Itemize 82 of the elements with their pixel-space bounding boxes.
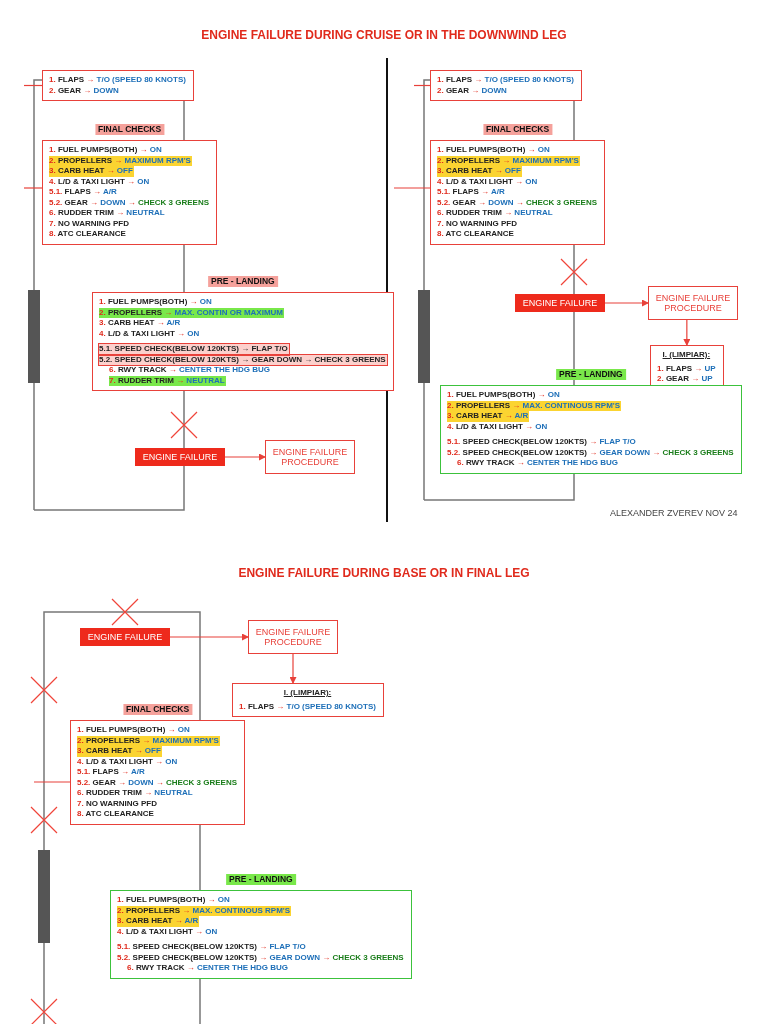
- checklist-item: 6. RWY TRACK → CENTER THE HDG BUG: [127, 963, 290, 974]
- checklist-item: 4. L/D & TAXI LIGHT → ON: [99, 328, 201, 339]
- checklist-item: 4. L/D & TAXI LIGHT → ON: [117, 926, 219, 937]
- checklist-item: 7. NO WARNING PFD: [437, 218, 518, 229]
- engine-failure-box: ENGINE FAILURE: [515, 294, 605, 312]
- checklist-item: 4. L/D & TAXI LIGHT → ON: [437, 176, 539, 187]
- leader-line: [33, 781, 71, 783]
- checklist-item: 1. FLAPS → T/O (SPEED 80 KNOTS): [437, 75, 575, 86]
- checklist-item: 1. FLAPS → T/O (SPEED 80 KNOTS): [49, 75, 187, 86]
- checklist-item: 5.2. SPEED CHECK(BELOW 120KTS) → GEAR DOWN → CHECK 3 GREENS: [447, 447, 735, 458]
- checklist-item: 1. FUEL PUMPS(BOTH) → ON: [77, 725, 191, 736]
- arrow: [224, 453, 266, 461]
- author-note: ALEXANDER ZVEREV NOV 24: [610, 508, 738, 518]
- procedure-box: ENGINE FAILURE PROCEDURE: [248, 620, 338, 654]
- leader-line: [23, 84, 43, 87]
- checklist-heading: PRE - LANDING: [556, 369, 626, 380]
- checklist-item: 3. CARB HEAT → A/R: [117, 916, 200, 927]
- checklist-item: 1. FUEL PUMPS(BOTH) → ON: [49, 145, 163, 156]
- checklist-item: 1. FLAPS → T/O (SPEED 80 KNOTS): [239, 701, 377, 712]
- checklist-item: 3. CARB HEAT → OFF: [49, 166, 134, 177]
- checklist-item: 3. CARB HEAT → A/R: [99, 318, 182, 329]
- checklist-item: 1. FUEL PUMPS(BOTH) → ON: [99, 297, 213, 308]
- checklist-item: 4. L/D & TAXI LIGHT → ON: [49, 176, 151, 187]
- leader-line: [393, 187, 431, 189]
- checklist-item: 7. NO WARNING PFD: [77, 798, 158, 809]
- checklist-item: 1. FUEL PUMPS(BOTH) → ON: [117, 895, 231, 906]
- arrow: [289, 653, 297, 684]
- checklist-item: 5.1. FLAPS → A/R: [49, 187, 118, 198]
- checklist-heading: PRE - LANDING: [226, 874, 296, 885]
- checklist-heading: PRE - LANDING: [208, 276, 278, 287]
- checklist-heading: FINAL CHECKS: [122, 704, 193, 715]
- checklist-item: 5.2. SPEED CHECK(BELOW 120KTS) → GEAR DOWN → CHECK 3 GREENS: [99, 354, 387, 365]
- procedure-box: ENGINE FAILURE PROCEDURE: [265, 440, 355, 474]
- checklist-item: 3. CARB HEAT → A/R: [447, 411, 530, 422]
- checklist-item: 1. FLAPS → UP: [657, 363, 717, 374]
- engine-failure-box: ENGINE FAILURE: [80, 628, 170, 646]
- checklist-item: 6. RWY TRACK → CENTER THE HDG BUG: [109, 365, 272, 376]
- checklist-item: 5.2. GEAR → DOWN → CHECK 3 GREENS: [77, 777, 239, 788]
- checklist-heading: I. (LIMPIAR):: [283, 688, 333, 699]
- checklist-item: 2. PROPELLERS → MAX. CONTIN OR MAXIMUM: [99, 307, 285, 318]
- checklist-item: 3. CARB HEAT → OFF: [437, 166, 522, 177]
- checklist-item: 2. PROPELLERS → MAX. CONTINOUS RPM'S: [117, 905, 292, 916]
- arrow: [169, 633, 249, 641]
- checklist-heading: I. (LIMPIAR):: [662, 350, 712, 361]
- checklist-item: 1. FUEL PUMPS(BOTH) → ON: [437, 145, 551, 156]
- checklist-item: 4. L/D & TAXI LIGHT → ON: [447, 421, 549, 432]
- checklist-item: 2. PROPELLERS → MAXIMUM RPM'S: [49, 155, 192, 166]
- checklist-item: 2. GEAR → UP: [657, 374, 714, 385]
- checklist-item: 2. GEAR → DOWN: [437, 85, 508, 96]
- checklist-item: 5.1. FLAPS → A/R: [437, 187, 506, 198]
- checklist-item: 5.2. GEAR → DOWN → CHECK 3 GREENS: [49, 197, 211, 208]
- procedure-box: ENGINE FAILURE PROCEDURE: [648, 286, 738, 320]
- checklist-item: 8. ATC CLEARANCE: [49, 229, 127, 240]
- checklist-item: 5.2. SPEED CHECK(BELOW 120KTS) → GEAR DOWN → CHECK 3 GREENS: [117, 952, 405, 963]
- checklist-item: 5.2. GEAR → DOWN → CHECK 3 GREENS: [437, 197, 599, 208]
- checklist-item: 3. CARB HEAT → OFF: [77, 746, 162, 757]
- checklist-heading: FINAL CHECKS: [94, 124, 165, 135]
- checklist-item: 2. PROPELLERS → MAX. CONTINOUS RPM'S: [447, 400, 622, 411]
- checklist-item: 5.1. SPEED CHECK(BELOW 120KTS) → FLAP T/O: [117, 942, 307, 953]
- checklist-item: 6. RUDDER TRIM → NEUTRAL: [437, 208, 554, 219]
- section-heading: ENGINE FAILURE DURING BASE OR IN FINAL LEG: [237, 566, 531, 580]
- arrow: [683, 319, 691, 346]
- checklist-item: 2. PROPELLERS → MAXIMUM RPM'S: [77, 735, 220, 746]
- checklist-item: 8. ATC CLEARANCE: [77, 809, 155, 820]
- checklist-item: 4. L/D & TAXI LIGHT → ON: [77, 756, 179, 767]
- checklist-item: 2. PROPELLERS → MAXIMUM RPM'S: [437, 155, 580, 166]
- checklist-item: 5.1. SPEED CHECK(BELOW 120KTS) → FLAP T/O: [447, 437, 637, 448]
- diagram-title: ENGINE FAILURE DURING CRUISE OR IN THE DOWNWIND LEG: [200, 28, 568, 42]
- leader-line: [23, 187, 43, 189]
- checklist-item: 5.1. FLAPS → A/R: [77, 767, 146, 778]
- checklist-item: 5.1. SPEED CHECK(BELOW 120KTS) → FLAP T/O: [99, 344, 289, 355]
- checklist-item: 6. RUDDER TRIM → NEUTRAL: [77, 788, 194, 799]
- checklist-item: 8. ATC CLEARANCE: [437, 229, 515, 240]
- checklist-item: 7. RUDDER TRIM → NEUTRAL: [109, 375, 226, 386]
- engine-failure-box: ENGINE FAILURE: [135, 448, 225, 466]
- checklist-item: 2. GEAR → DOWN: [49, 85, 120, 96]
- arrow: [604, 299, 649, 307]
- checklist-item: 6. RUDDER TRIM → NEUTRAL: [49, 208, 166, 219]
- checklist-item: 1. FUEL PUMPS(BOTH) → ON: [447, 390, 561, 401]
- checklist-item: 7. NO WARNING PFD: [49, 218, 130, 229]
- checklist-item: 6. RWY TRACK → CENTER THE HDG BUG: [457, 458, 620, 469]
- checklist-heading: FINAL CHECKS: [482, 124, 553, 135]
